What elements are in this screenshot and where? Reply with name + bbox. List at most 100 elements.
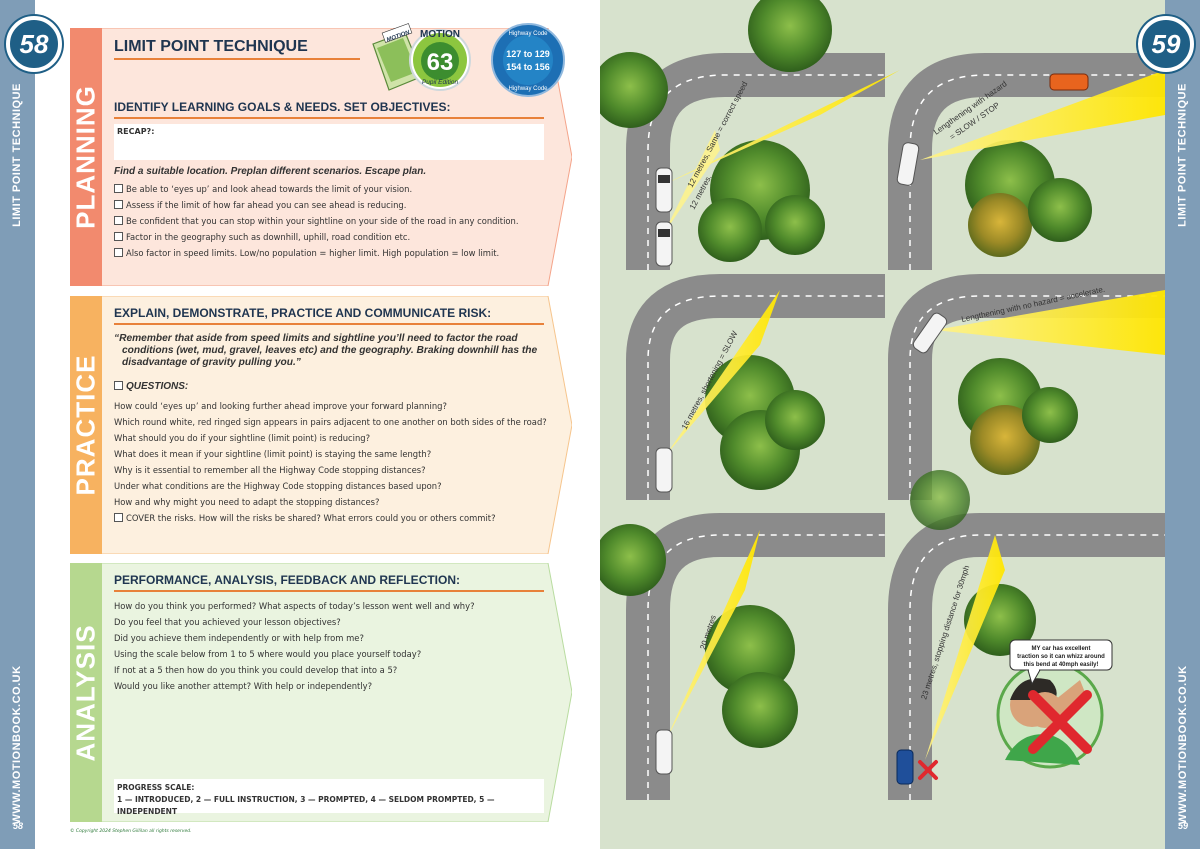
- sightline-beam: [663, 130, 720, 235]
- analysis-question: Do you feel that you achieved your lesso…: [114, 617, 341, 627]
- planning-section: PLANNING LIMIT POINT TECHNIQUE IDENTIFY …: [70, 28, 572, 286]
- right-footer-number: 59: [1177, 821, 1188, 831]
- sightline-beam: [935, 290, 1165, 355]
- right-side-title: LIMIT POINT TECHNIQUE: [1177, 83, 1189, 227]
- driver-character: [996, 661, 1104, 769]
- checkbox[interactable]: [114, 216, 123, 225]
- blue-car: [896, 749, 914, 785]
- learner-car: [655, 221, 673, 267]
- learner-car: [896, 142, 920, 186]
- analysis-question: How do you think you performed? What asp…: [114, 601, 475, 611]
- practice-tab: PRACTICE: [70, 296, 102, 554]
- svg-text:Pupil Edition: Pupil Edition: [422, 79, 459, 86]
- cross-icon: [1028, 690, 1092, 754]
- page-number-badge-right: 59: [1138, 16, 1194, 72]
- sightline-beam: [925, 535, 1005, 760]
- tree-cluster: [600, 0, 1092, 748]
- reference-badges: MOTION MOTION 63 Pupil Edition Highway C…: [372, 23, 565, 97]
- hazard-car: [1049, 73, 1089, 91]
- practice-question: What should you do if your sightline (li…: [114, 433, 371, 443]
- speech-bubble: MY car has excellent traction so it can …: [1009, 639, 1113, 686]
- page-title: LIMIT POINT TECHNIQUE: [114, 38, 308, 55]
- cross-icon: [918, 760, 938, 780]
- svg-text:63: 63: [427, 49, 454, 76]
- practice-cover: COVER the risks. How will the risks be s…: [114, 510, 547, 526]
- svg-text:traction so it can whizz aroun: traction so it can whizz around: [1017, 654, 1105, 660]
- analysis-question: Using the scale below from 1 to 5 where …: [114, 649, 422, 659]
- questions-label: QUESTIONS:: [114, 381, 188, 392]
- analysis-tab-label: ANALYSIS: [70, 623, 101, 762]
- checkbox[interactable]: [114, 200, 123, 209]
- planning-item: Be confident that you can stop within yo…: [114, 213, 519, 229]
- planning-heading: IDENTIFY LEARNING GOALS & NEEDS. SET OBJ…: [114, 100, 451, 114]
- learner-car: [655, 167, 673, 213]
- motion-book-icon: MOTION: [372, 23, 424, 91]
- planning-item: Also factor in speed limits. Low/no popu…: [114, 245, 519, 261]
- svg-text:this bend at 40mph easily!: this bend at 40mph easily!: [1023, 662, 1098, 668]
- analysis-question: If not at a 5 then how do you think you …: [114, 665, 398, 675]
- recap-box[interactable]: RECAP?:: [114, 124, 544, 160]
- planning-tab: PLANNING: [70, 28, 102, 286]
- page-number-badge-left: 58: [6, 16, 62, 72]
- planning-find: Find a suitable location. Preplan differ…: [114, 166, 427, 177]
- planning-item: Factor in the geography such as downhill…: [114, 229, 519, 245]
- svg-text:154 to 156: 154 to 156: [506, 62, 550, 72]
- analysis-background: [70, 563, 572, 822]
- checkbox[interactable]: [114, 513, 123, 522]
- svg-text:Highway Code: Highway Code: [508, 86, 548, 92]
- analysis-heading: PERFORMANCE, ANALYSIS, FEEDBACK AND REFL…: [114, 573, 461, 587]
- progress-scale: 1 — INTRODUCED, 2 — FULL INSTRUCTION, 3 …: [117, 795, 495, 816]
- recap-label: RECAP?:: [117, 127, 155, 136]
- practice-question: What does it mean if your sightline (lim…: [114, 449, 432, 459]
- checkbox[interactable]: [114, 232, 123, 241]
- learner-car: [912, 312, 948, 354]
- svg-text:MY car has excellent: MY car has excellent: [1032, 646, 1091, 652]
- planning-item: Assess if the limit of how far ahead you…: [114, 197, 519, 213]
- planning-heading-rule: [114, 117, 544, 119]
- progress-scale-box: PROGRESS SCALE: 1 — INTRODUCED, 2 — FULL…: [114, 779, 544, 816]
- analysis-heading-rule: [114, 590, 544, 592]
- learner-car: [655, 447, 673, 493]
- checkbox[interactable]: [114, 381, 123, 390]
- planning-tab-label: PLANNING: [70, 85, 101, 229]
- limit-point-illustration: 12 metres, Same = correct speed 12 metre…: [600, 0, 1165, 849]
- analysis-question: Did you achieve them independently or wi…: [114, 633, 364, 643]
- copyright: © Copyright 2024 Stephen Gillilan all ri…: [70, 829, 192, 834]
- highway-code-badge: Highway Code 127 to 129 154 to 156 Highw…: [491, 23, 565, 97]
- motion-63-badge: MOTION 63 Pupil Edition: [409, 29, 471, 91]
- sightline-beam: [666, 530, 760, 740]
- practice-heading: EXPLAIN, DEMONSTRATE, PRACTICE AND COMMU…: [114, 306, 492, 320]
- svg-text:Highway Code: Highway Code: [508, 31, 548, 37]
- practice-question: Why is it essential to remember all the …: [114, 465, 426, 475]
- road-illustration: 12 metres, Same = correct speed 12 metre…: [600, 0, 1165, 849]
- planning-item: Be able to ‘eyes up’ and look ahead towa…: [114, 181, 519, 197]
- practice-background: [70, 296, 572, 554]
- practice-question: Which round white, red ringed sign appea…: [114, 417, 547, 427]
- practice-tab-label: PRACTICE: [70, 354, 101, 496]
- left-side-title: LIMIT POINT TECHNIQUE: [11, 83, 23, 227]
- right-side-strip: [1165, 0, 1200, 849]
- practice-question: Under what conditions are the Highway Co…: [114, 481, 442, 491]
- practice-heading-rule: [114, 323, 544, 325]
- practice-quote: “Remember that aside from speed limits a…: [114, 333, 538, 368]
- checkbox[interactable]: [114, 248, 123, 257]
- svg-text:MOTION: MOTION: [420, 29, 460, 40]
- analysis-question: Would you like another attempt? With hel…: [114, 681, 373, 691]
- learner-car: [655, 729, 673, 775]
- analysis-tab: ANALYSIS: [70, 563, 102, 822]
- sightline-beam: [663, 70, 900, 185]
- title-rule: [114, 58, 360, 60]
- practice-section: PRACTICE EXPLAIN, DEMONSTRATE, PRACTICE …: [70, 296, 572, 554]
- right-side-url[interactable]: WWW.MOTIONBOOK.CO.UK: [1177, 665, 1189, 825]
- left-side-url[interactable]: WWW.MOTIONBOOK.CO.UK: [11, 665, 23, 825]
- left-side-strip: [0, 0, 35, 849]
- checkbox[interactable]: [114, 184, 123, 193]
- analysis-section: ANALYSIS PERFORMANCE, ANALYSIS, FEEDBACK…: [70, 563, 572, 822]
- sightline-beam: [666, 290, 780, 455]
- left-footer-number: 58: [13, 821, 24, 831]
- progress-label: PROGRESS SCALE:: [117, 783, 195, 792]
- practice-question: How could ‘eyes up’ and looking further …: [114, 401, 447, 411]
- svg-text:127 to 129: 127 to 129: [506, 49, 550, 59]
- practice-question: How and why might you need to adapt the …: [114, 497, 380, 507]
- sightline-beam: [920, 70, 1165, 160]
